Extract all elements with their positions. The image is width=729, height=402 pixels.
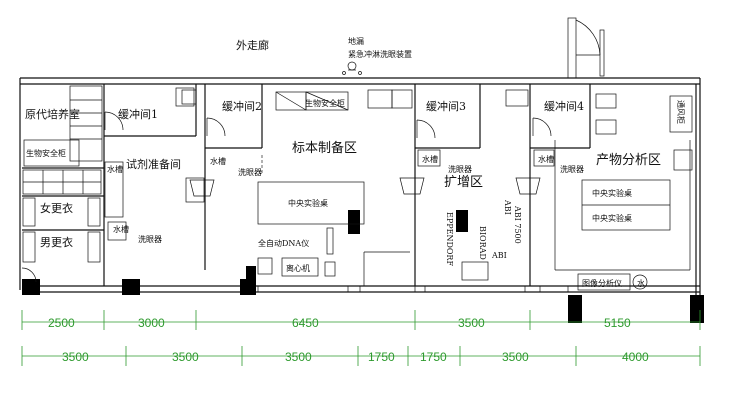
dim-top-3: 6450 (292, 316, 319, 330)
floor-drain-label: 地漏 (348, 36, 364, 46)
structural-columns (22, 210, 704, 323)
specimen-prep-label: 标本制备区 (292, 140, 357, 156)
female-locker-label: 女更衣 (40, 201, 73, 215)
locker-door-swing (21, 267, 37, 283)
imaging-box (577, 273, 631, 291)
central-bench-2-label: 中央实验桌 (592, 188, 632, 198)
abi-label-vert: ABI (503, 199, 512, 215)
water-label: 水 (637, 278, 645, 288)
dimension-row-top: 2500 3000 6450 3500 5150 (21, 310, 701, 330)
sink-label-3: 水槽 (210, 156, 226, 166)
south-windows (257, 285, 569, 293)
shelf-mid-1 (367, 89, 393, 109)
dim-bottom-6: 3500 (502, 350, 529, 364)
sink-label-5: 水槽 (538, 154, 554, 164)
pass-box-1 (185, 177, 205, 203)
eyewash-box-1 (175, 87, 195, 107)
eyewash-label-4: 洗眼器 (560, 164, 584, 174)
eyewash-box-2 (181, 89, 197, 105)
dim-bottom-5: 1750 (420, 350, 447, 364)
abi-label: ABI (491, 251, 507, 260)
locker-grid-upper (22, 169, 102, 195)
sink-label-1: 水槽 (107, 164, 123, 174)
eyewash-label-1: 洗眼器 (138, 234, 162, 244)
buffer1-label: 缓冲间1 (118, 107, 158, 121)
product-analysis-label: 产物分析区 (596, 153, 661, 168)
male-locker-label: 男更衣 (40, 235, 73, 249)
sink-label-2: 水槽 (113, 224, 129, 234)
dim-bottom-1: 3500 (62, 350, 89, 364)
eyewash-label-3: 洗眼器 (448, 164, 472, 174)
dim-bottom-2: 3500 (172, 350, 199, 364)
reagent-shelf (104, 161, 124, 218)
abi7500-label: ABI 7500 (513, 205, 522, 244)
dim-top-1: 2500 (48, 316, 75, 330)
bsc-mid-label: 生物安全柜 (305, 98, 345, 108)
emergency-shower-label: 紧急冲淋洗眼装置 (348, 49, 412, 59)
central-bench-3-label: 中央实验桌 (592, 213, 632, 223)
shower-symbol-icon (342, 61, 362, 75)
centrifuge-box (281, 257, 319, 277)
bsc-left-label: 生物安全柜 (26, 148, 66, 158)
dimension-row-bottom: 3500 3500 3500 1750 1750 3500 4000 (21, 346, 701, 366)
fume-hood-label: 通风柜 (676, 100, 686, 124)
buffer3-label: 缓冲间3 (426, 99, 466, 113)
bio-rad-label: BIORAD (478, 226, 487, 260)
interior-walls (22, 84, 691, 286)
central-bench-1-label: 中央实验桌 (288, 198, 328, 208)
buffer4-label: 缓冲间4 (544, 99, 584, 113)
dim-bottom-4: 1750 (368, 350, 395, 364)
imaging-label: 图像分析仪 (582, 278, 622, 288)
dim-top-2: 3000 (138, 316, 165, 330)
primary-culture-bench (69, 85, 103, 162)
primary-culture-label: 原代培养室 (25, 107, 80, 121)
bsc-left-cabinet (23, 139, 80, 167)
exterior-door (567, 17, 605, 79)
eppendorf-label: EPPENDORF (445, 212, 454, 266)
dim-bottom-3: 3500 (285, 350, 312, 364)
eyewash-label-2: 洗眼器 (238, 167, 262, 177)
amplification-label: 扩增区 (444, 175, 483, 190)
central-bench-1 (257, 181, 365, 225)
centrifuge-label: 离心机 (286, 263, 310, 273)
outer-corridor-label: 外走廊 (236, 38, 269, 52)
dim-top-5: 5150 (604, 316, 631, 330)
shelf-buffer3 (505, 89, 529, 107)
fume-hood-box (669, 95, 693, 133)
reagent-prep-label: 试剂准备间 (126, 157, 181, 171)
dna-instrument-label: 全自动DNA仪 (258, 238, 309, 248)
sink-label-4: 水槽 (422, 154, 438, 164)
pass-through-windows (189, 177, 541, 197)
shelf-mid-2 (391, 89, 413, 109)
buffer2-label: 缓冲间2 (222, 99, 262, 113)
dim-bottom-7: 4000 (622, 350, 649, 364)
dim-top-4: 3500 (458, 316, 485, 330)
